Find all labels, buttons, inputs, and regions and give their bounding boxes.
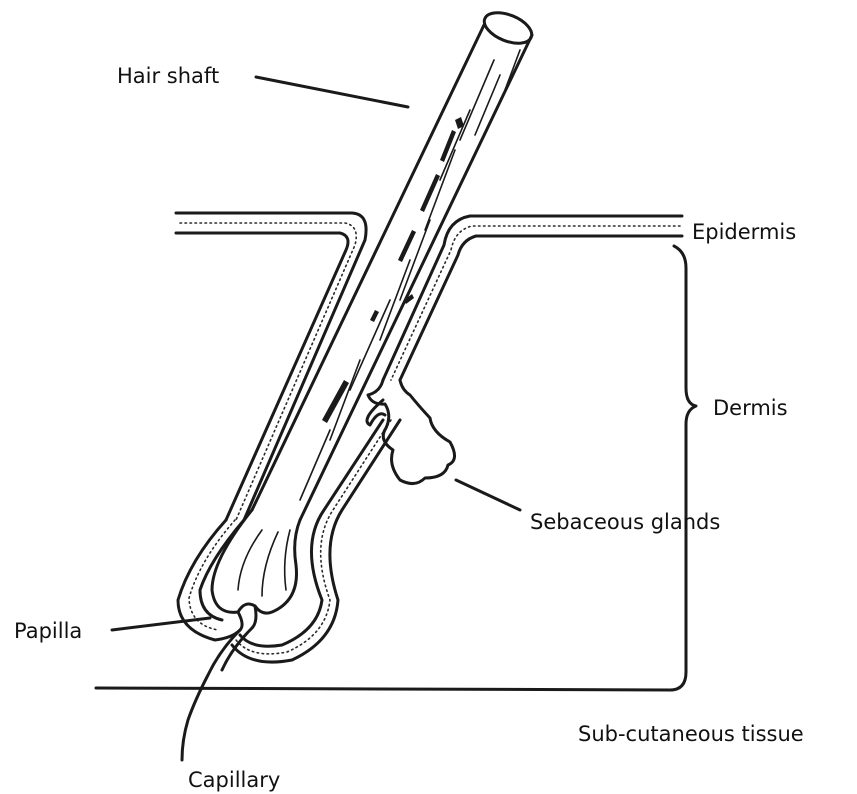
epidermis-layer (176, 213, 682, 520)
capillary-label: Capillary (188, 770, 280, 791)
sebaceous-glands-label: Sebaceous glands (530, 512, 720, 533)
papilla-capillary (182, 628, 252, 760)
dermis-brace (670, 246, 696, 690)
sub-cutaneous-tissue-label: Sub-cutaneous tissue (578, 724, 804, 745)
papilla-leader (112, 618, 210, 630)
hair-shaft-leader (256, 77, 408, 107)
dermis-label: Dermis (713, 398, 788, 419)
hair-shaft-label: Hair shaft (117, 66, 219, 87)
papilla-label: Papilla (14, 621, 82, 642)
follicle-wall (178, 420, 400, 662)
hair-bulb (212, 510, 300, 630)
sebaceous-gland (367, 380, 455, 484)
subcutaneous-boundary-line (96, 688, 672, 690)
epidermis-label: Epidermis (692, 222, 796, 243)
sebaceous-glands-leader (456, 480, 520, 510)
